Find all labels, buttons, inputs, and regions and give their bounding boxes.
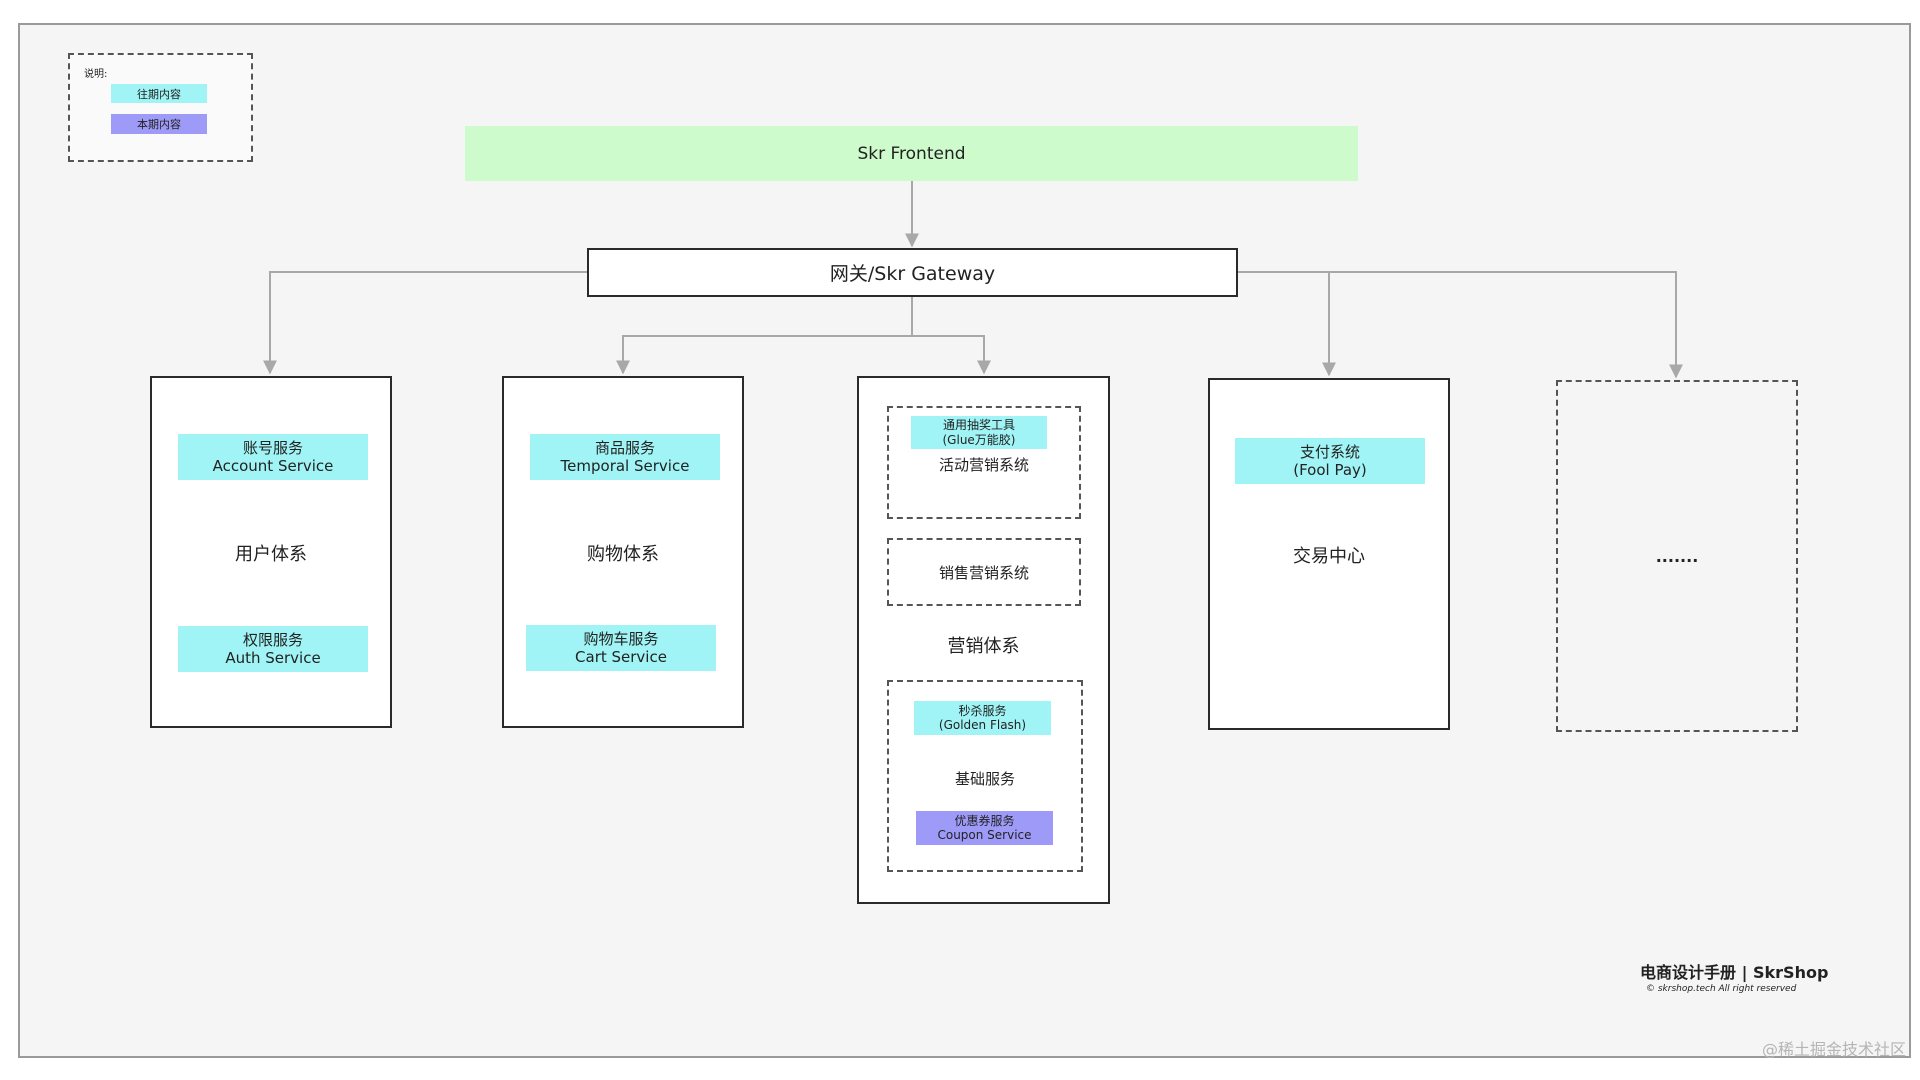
cart-service-cn: 购物车服务 — [583, 629, 659, 648]
marketing-system-box: 通用抽奖工具 (Glue万能胶) 活动营销系统 销售营销系统 营销体系 秒杀服务… — [857, 376, 1110, 904]
seckill-service-en: (Golden Flash) — [938, 718, 1027, 732]
cart-service-block: 购物车服务 Cart Service — [526, 625, 716, 671]
legend-previous: 往期内容 — [111, 84, 207, 103]
arrow-gateway-to-marketing — [912, 335, 991, 375]
user-system-title: 用户体系 — [235, 544, 307, 565]
seckill-service-cn: 秒杀服务 — [958, 703, 1007, 718]
skr-frontend-box: Skr Frontend — [465, 126, 1358, 181]
arrow-gateway-to-user — [263, 271, 589, 375]
sales-marketing-title: 销售营销系统 — [938, 563, 1029, 582]
base-services-title: 基础服务 — [954, 769, 1015, 788]
cart-service-en: Cart Service — [575, 648, 667, 666]
footer-copyright: © skrshop.tech All right reserved — [1646, 984, 1797, 994]
sales-marketing-box: 销售营销系统 — [887, 538, 1081, 606]
legend: 说明: 往期内容 本期内容 — [68, 53, 253, 162]
footer-brand: 电商设计手册 | SkrShop — [1640, 963, 1829, 982]
coupon-service-cn: 优惠券服务 — [954, 813, 1015, 828]
base-services-box: 秒杀服务 (Golden Flash) 基础服务 优惠券服务 Coupon Se… — [887, 680, 1083, 872]
trade-system-box: 支付系统 (Fool Pay) 交易中心 — [1208, 378, 1450, 730]
coupon-service-en: Coupon Service — [937, 828, 1032, 842]
coupon-service-block: 优惠券服务 Coupon Service — [916, 811, 1053, 845]
payment-system-block: 支付系统 (Fool Pay) — [1235, 438, 1425, 484]
auth-service-cn: 权限服务 — [242, 630, 303, 649]
auth-service-en: Auth Service — [225, 649, 321, 667]
arrow-gateway-to-trade — [1236, 271, 1336, 377]
lottery-tool-block: 通用抽奖工具 (Glue万能胶) — [911, 416, 1047, 449]
shopping-system-title: 购物体系 — [587, 544, 659, 565]
skr-gateway-box: 网关/Skr Gateway — [587, 248, 1238, 297]
account-service-cn: 账号服务 — [242, 438, 303, 457]
legend-current: 本期内容 — [111, 114, 207, 134]
more-systems-box: ....... — [1556, 380, 1798, 732]
shopping-system-box: 商品服务 Temporal Service 购物体系 购物车服务 Cart Se… — [502, 376, 744, 728]
arrow-gateway-to-more — [1329, 271, 1683, 379]
lottery-tool-cn: 通用抽奖工具 — [942, 418, 1015, 433]
trade-system-title: 交易中心 — [1293, 546, 1365, 567]
legend-title: 说明: — [84, 69, 108, 80]
product-service-block: 商品服务 Temporal Service — [530, 434, 720, 480]
product-service-cn: 商品服务 — [594, 438, 655, 457]
account-service-block: 账号服务 Account Service — [178, 434, 368, 480]
marketing-system-title: 营销体系 — [947, 636, 1020, 657]
product-service-en: Temporal Service — [560, 457, 690, 475]
account-service-en: Account Service — [212, 457, 334, 475]
arrow-gateway-to-shopping — [616, 335, 912, 375]
payment-system-en: (Fool Pay) — [1293, 461, 1367, 479]
activity-marketing-title: 活动营销系统 — [938, 455, 1029, 474]
watermark: @稀土掘金技术社区 — [1761, 1040, 1906, 1059]
user-system-box: 账号服务 Account Service 用户体系 权限服务 Auth Serv… — [150, 376, 392, 728]
payment-system-cn: 支付系统 — [1299, 442, 1360, 461]
seckill-service-block: 秒杀服务 (Golden Flash) — [914, 701, 1051, 735]
activity-marketing-box: 通用抽奖工具 (Glue万能胶) 活动营销系统 — [887, 406, 1081, 519]
lottery-tool-en: (Glue万能胶) — [942, 432, 1016, 447]
auth-service-block: 权限服务 Auth Service — [178, 626, 368, 672]
more-systems-ellipsis: ....... — [1655, 546, 1699, 566]
